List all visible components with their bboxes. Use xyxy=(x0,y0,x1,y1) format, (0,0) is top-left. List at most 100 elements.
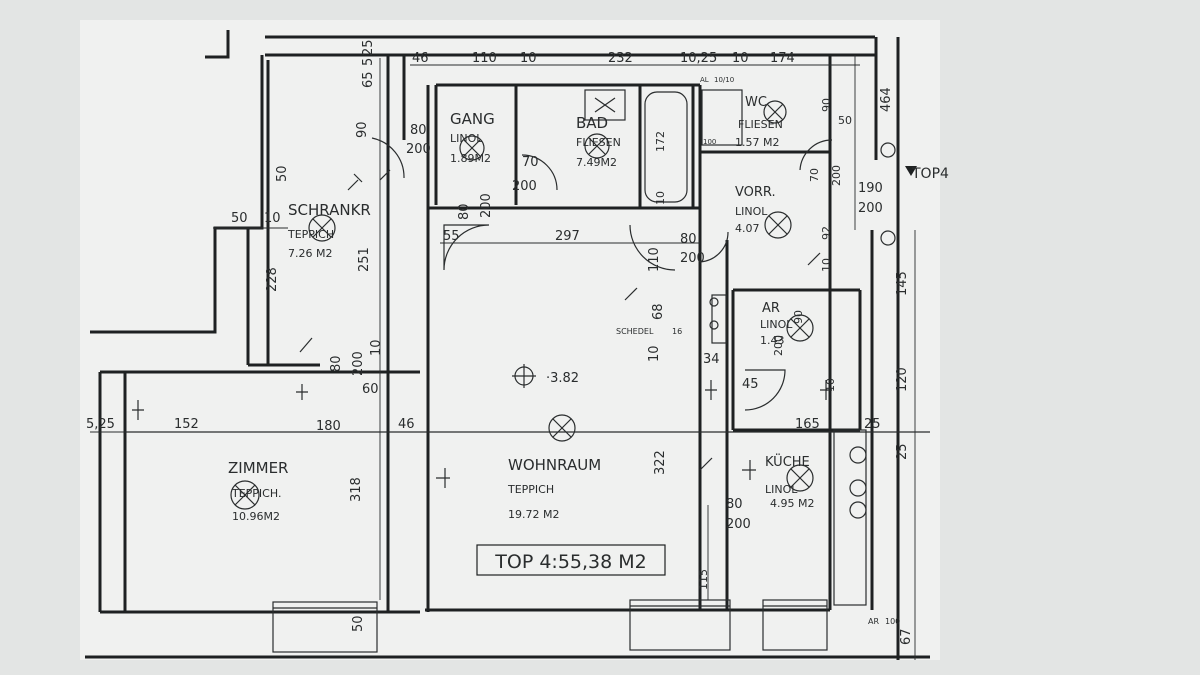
center-light-icon xyxy=(512,364,536,388)
room-area: 1.43 xyxy=(760,334,785,347)
total-area-label: TOP 4:55,38 M2 xyxy=(494,551,646,573)
room-labels: GANG LINOL 1.89M2 BAD FLIESEN 7.49M2 WC … xyxy=(228,95,814,523)
dim-label: 50 xyxy=(351,615,366,632)
dim-label: 464 xyxy=(879,87,894,112)
room-area: 1.89M2 xyxy=(450,152,491,165)
dim-label: 25 xyxy=(895,443,910,460)
dim-label: 45 xyxy=(742,377,759,392)
dim-label: 190 xyxy=(858,181,883,196)
dim-label: 120 xyxy=(895,367,910,392)
dim-label: 200 xyxy=(512,179,537,194)
dim-label: 10,25 xyxy=(680,51,717,66)
room-name: WOHNRAUM xyxy=(508,456,601,474)
annotations: SCHEDEL 16 ·3.82 AR 100 100 AL 10/10 xyxy=(546,76,900,626)
room-area: 19.72 M2 xyxy=(508,508,559,521)
dim-label: 34 xyxy=(703,352,720,367)
dim-label: 92 xyxy=(820,226,833,240)
room-area: 10.96M2 xyxy=(232,510,280,523)
al-label: AL xyxy=(700,76,709,84)
light-icon xyxy=(584,133,610,159)
light-icon xyxy=(763,100,787,124)
dim-label: 46 xyxy=(412,51,429,66)
room-floor: LINOL xyxy=(450,132,483,145)
room-area: 4.07 xyxy=(735,222,760,235)
dim-label: 70 xyxy=(522,155,539,170)
dim-label: 25 xyxy=(361,39,376,56)
dim-label: 90 xyxy=(355,121,370,138)
room-floor: LINOL xyxy=(735,205,768,218)
room-floor: TEPPICH. xyxy=(231,487,281,500)
room-name: GANG xyxy=(450,110,495,128)
ar-wc-value: 100 xyxy=(703,138,716,146)
room-area: 4.95 M2 xyxy=(770,497,814,510)
dim-label: 10 xyxy=(654,191,667,205)
ceiling-height: ·3.82 xyxy=(546,371,579,386)
dim-label: 80 xyxy=(410,123,427,138)
bath-fixtures xyxy=(584,89,917,606)
windows xyxy=(272,599,828,653)
room-name: KÜCHE xyxy=(765,453,810,470)
dim-label: 46 xyxy=(398,417,415,432)
dim-label: 115 xyxy=(697,569,710,590)
dimension-lines xyxy=(90,55,916,660)
room-floor: TEPPICH xyxy=(287,228,334,241)
dim-label: 67 xyxy=(899,628,914,645)
dim-label: 65 xyxy=(361,71,376,88)
light-icon xyxy=(548,414,576,442)
dim-label: 90 xyxy=(792,310,805,324)
dim-label: 68 xyxy=(651,303,666,320)
room-area: 7.26 M2 xyxy=(288,247,332,260)
dim-label: 180 xyxy=(316,419,341,434)
al-value: 10/10 xyxy=(714,76,734,84)
room-name: WC xyxy=(745,95,767,110)
electrical-symbols xyxy=(132,169,832,488)
total-area-box xyxy=(476,544,666,576)
room-name: BAD xyxy=(576,114,608,132)
light-icon xyxy=(764,211,792,239)
exterior-walls xyxy=(85,30,930,660)
dim-label: 228 xyxy=(265,267,280,292)
lower-left-dimensions: 50 10 5,25 152 180 46 318 50 xyxy=(86,211,415,632)
room-name: ZIMMER xyxy=(228,459,288,477)
light-icon xyxy=(308,214,336,242)
dim-label: 10 xyxy=(647,345,662,362)
dim-label: 322 xyxy=(653,450,668,475)
dim-label: 318 xyxy=(349,477,364,502)
dim-label: 172 xyxy=(654,131,667,152)
dim-label: 80 xyxy=(457,203,472,220)
dim-label: 10 xyxy=(732,51,749,66)
dim-label: 10 xyxy=(369,339,384,356)
interior-dimensions: 80 200 70 200 55 297 80 200 80 200 110 6… xyxy=(406,98,881,590)
dim-label: 200 xyxy=(680,251,705,266)
dim-label: 251 xyxy=(357,247,372,272)
dim-label: 50 xyxy=(231,211,248,226)
dim-label: 25 xyxy=(864,417,881,432)
dim-label: 50 xyxy=(838,114,852,127)
dim-label: 200 xyxy=(772,335,785,356)
door-swings xyxy=(371,137,833,411)
left-dimensions: 65 5 25 90 50 228 251 80 200 10 60 xyxy=(265,39,384,397)
room-area: 7.49M2 xyxy=(576,156,617,169)
dim-label: 145 xyxy=(895,271,910,296)
dim-label: 200 xyxy=(858,201,883,216)
dim-label: 50 xyxy=(275,165,290,182)
light-icon xyxy=(786,464,814,492)
room-floor: TEPPICH xyxy=(507,483,554,496)
room-area: 1.57 M2 xyxy=(735,136,779,149)
dim-label: 60 xyxy=(362,382,379,397)
ar-bottom-value: 100 xyxy=(885,617,900,626)
dim-label: 90 xyxy=(820,98,833,112)
dim-label: 80 xyxy=(329,355,344,372)
dim-label: 10 xyxy=(824,378,837,392)
schedel-label: SCHEDEL xyxy=(616,327,654,336)
light-icon xyxy=(459,135,485,161)
dim-label: 297 xyxy=(555,229,580,244)
dim-label: 70 xyxy=(808,168,821,182)
schedel-value: 16 xyxy=(672,327,682,336)
room-floor: FLIESEN xyxy=(738,118,783,131)
dim-label: 152 xyxy=(174,417,199,432)
light-fixtures xyxy=(230,100,814,510)
dim-label: 110 xyxy=(472,51,497,66)
dim-label: 200 xyxy=(406,142,431,157)
